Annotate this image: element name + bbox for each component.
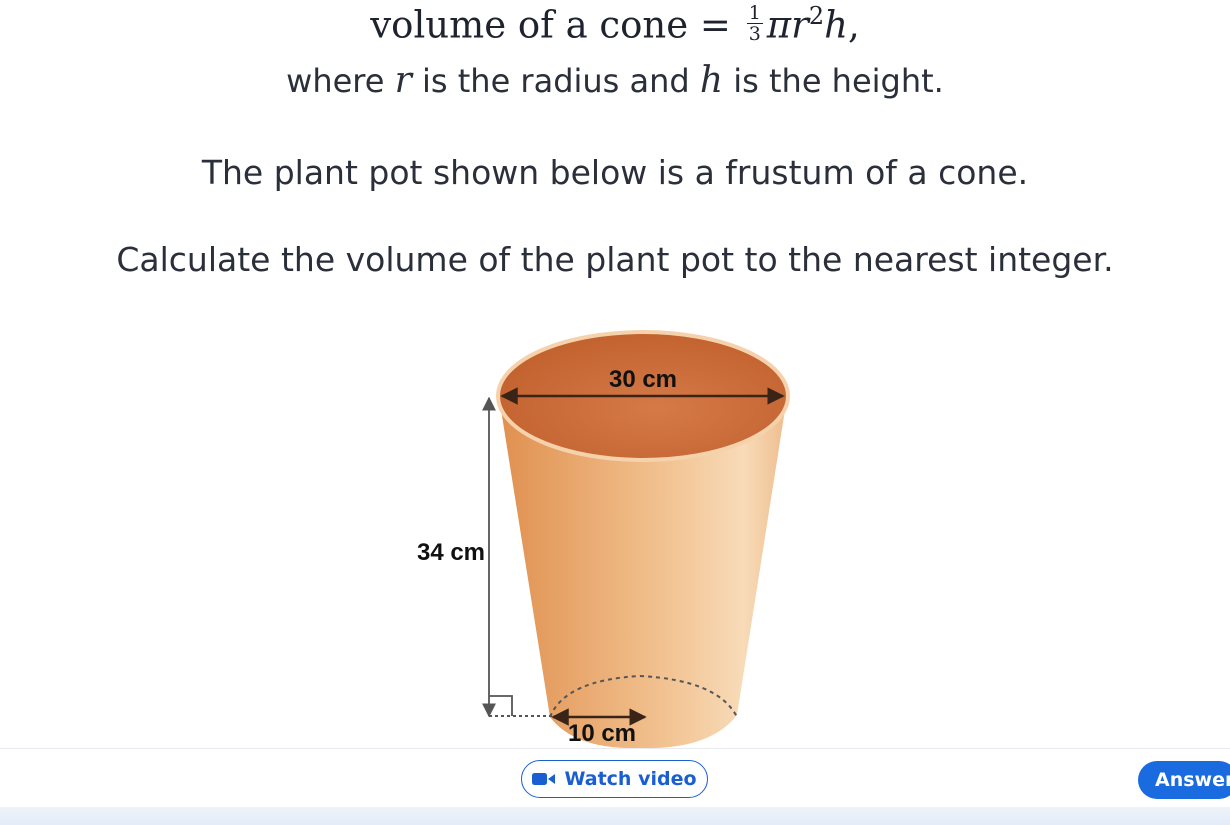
formula-lhs: volume of a cone	[370, 3, 689, 47]
answer-label: Answer	[1155, 769, 1230, 791]
base-ellipse-dashed	[549, 674, 738, 718]
fraction-numerator: 1	[746, 2, 763, 25]
bottom-radius-label: 10 cm	[568, 720, 636, 747]
top-diameter-label: 30 cm	[609, 366, 677, 393]
formula-explanation: where r is the radius and h is the heigh…	[0, 60, 1230, 101]
video-camera-icon	[532, 773, 556, 785]
footer-bar	[0, 807, 1230, 825]
height-label: 34 cm	[417, 539, 485, 566]
pot-body	[499, 397, 787, 749]
formula-equals: =	[699, 3, 731, 47]
fraction-denominator: 3	[748, 23, 761, 46]
formula-pi: π	[766, 3, 792, 47]
formula-exponent: 2	[808, 2, 825, 30]
where-text-2: is the radius and	[422, 62, 690, 100]
where-text: where	[286, 62, 385, 100]
frustum-diagram: 30 cm 34 cm 10 cm	[417, 330, 790, 749]
right-angle-marker	[489, 695, 513, 716]
where-h-var: h	[699, 60, 724, 101]
formula-h: h	[824, 3, 848, 47]
formula-fraction: 1 3	[746, 2, 763, 46]
watch-video-button[interactable]: Watch video	[521, 760, 708, 798]
question-statement: The plant pot shown below is a frustum o…	[201, 153, 1029, 192]
formula-comma: ,	[847, 3, 860, 47]
formula: volume of a cone = 1 3 πr2h,	[0, 2, 1230, 48]
watch-video-label: Watch video	[564, 768, 697, 790]
footer-divider	[0, 748, 1230, 749]
answer-button[interactable]: Answer	[1138, 761, 1230, 799]
formula-r: r	[791, 3, 809, 47]
question-prompt: Calculate the volume of the plant pot to…	[116, 240, 1114, 279]
where-r-var: r	[394, 60, 412, 101]
where-text-3: is the height.	[733, 62, 944, 100]
